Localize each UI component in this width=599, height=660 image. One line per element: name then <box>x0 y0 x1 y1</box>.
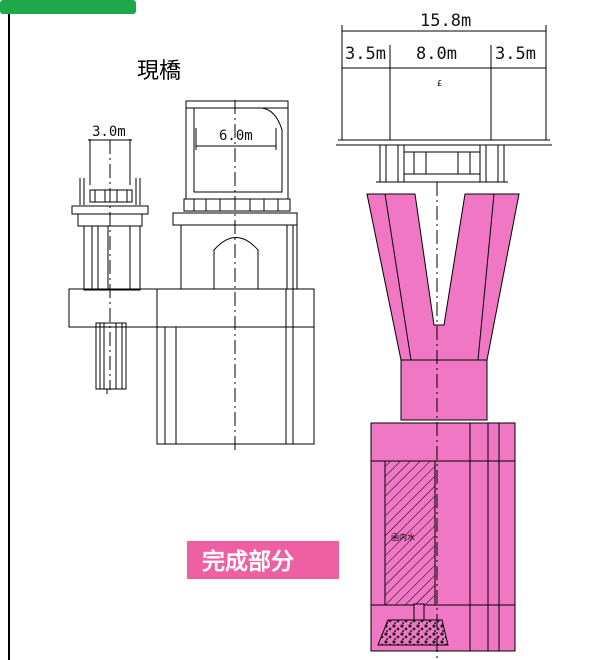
new-deck <box>336 68 552 183</box>
existing-bridge-drawing: 現橋 3.0m <box>68 59 315 450</box>
dim-right-side: 3.5m <box>495 44 536 64</box>
dim-existing-left: 3.0m <box>88 124 132 185</box>
connecting-beam <box>68 288 315 328</box>
gravel-base <box>377 619 449 646</box>
completed-part-label: 完成部分 <box>187 541 339 579</box>
pink-y-column <box>366 193 520 421</box>
dim-total-width: 15.8m <box>420 11 471 31</box>
existing-pier-right <box>156 100 315 445</box>
water-hatch <box>384 460 436 606</box>
deck-dimensions: 15.8m 3.5m 8.0m 3.5m £ <box>341 11 547 140</box>
completed-part-text: 完成部分 <box>202 548 294 575</box>
dim-existing-left-text: 3.0m <box>92 124 126 140</box>
new-pier-drawing: 15.8m 3.5m 8.0m 3.5m £ <box>336 11 552 660</box>
water-tag: 函内水 <box>391 532 415 542</box>
dim-left-side: 3.5m <box>345 44 386 64</box>
left-pile <box>95 322 127 390</box>
center-mark: £ <box>437 79 442 88</box>
dim-existing-right: 6.0m <box>195 128 277 150</box>
dim-existing-right-text: 6.0m <box>219 128 253 144</box>
header-tab <box>0 0 136 14</box>
dim-middle: 8.0m <box>416 44 457 64</box>
left-column <box>83 225 141 291</box>
existing-bridge-label: 現橋 <box>137 59 181 84</box>
